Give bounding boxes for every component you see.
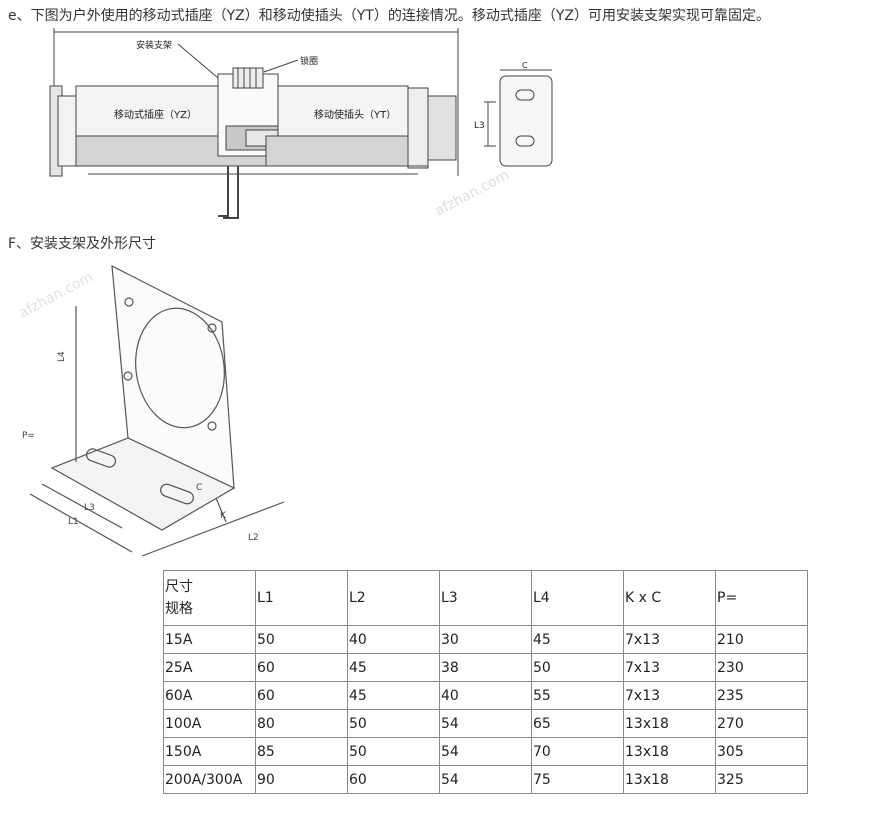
cell-p: 235 — [715, 681, 808, 710]
watermark: afzhan.com — [432, 167, 512, 219]
table-row: 200A/300A 90 60 54 75 13x18 325 — [163, 765, 808, 794]
cell-l3: 38 — [439, 653, 532, 682]
cell-l2: 50 — [347, 737, 440, 766]
label-socket: 移动式插座（YZ） — [114, 108, 197, 121]
cell-l4: 45 — [531, 625, 624, 654]
cell-kxc: 7x13 — [623, 681, 716, 710]
table-row: 15A 50 40 30 45 7x13 210 — [163, 625, 808, 654]
cell-l3: 54 — [439, 765, 532, 794]
cell-l2: 50 — [347, 709, 440, 738]
label-c: C — [522, 61, 528, 70]
cell-p: 325 — [715, 765, 808, 794]
header-l1: L1 — [255, 570, 348, 626]
table-row: 25A 60 45 38 50 7x13 230 — [163, 653, 808, 682]
label-l1: L1 — [68, 517, 79, 527]
table-row: 100A 80 50 54 65 13x18 270 — [163, 709, 808, 738]
label-l2: L2 — [248, 533, 259, 543]
cell-l1: 50 — [255, 625, 348, 654]
label-plug: 移动使插头（YT） — [314, 108, 396, 121]
cell-kxc: 13x18 — [623, 765, 716, 794]
cell-p: 230 — [715, 653, 808, 682]
cell-spec: 15A — [163, 625, 256, 654]
label-k: K — [220, 511, 227, 521]
cell-kxc: 7x13 — [623, 625, 716, 654]
cell-l3: 54 — [439, 709, 532, 738]
spec-table: 尺寸 规格 L1 L2 L3 L4 K x C P= 15A 50 40 30 … — [163, 570, 808, 794]
header-l4: L4 — [531, 570, 624, 626]
cell-l4: 65 — [531, 709, 624, 738]
table-row: 150A 85 50 54 70 13x18 305 — [163, 737, 808, 766]
header-l2: L2 — [347, 570, 440, 626]
section-f-text: F、安装支架及外形尺寸 — [8, 236, 157, 252]
table-header-row: 尺寸 规格 L1 L2 L3 L4 K x C P= — [163, 570, 808, 626]
label-p: P= — [22, 431, 35, 441]
cell-spec: 200A/300A — [163, 765, 256, 794]
cell-l1: 90 — [255, 765, 348, 794]
header-l3: L3 — [439, 570, 532, 626]
connector-assembly-drawing: 安装支架 锁圈 移动式插座（YZ） 移动使插头（YT） L3 C afzhan.… — [49, 28, 553, 220]
cell-l3: 40 — [439, 681, 532, 710]
header-kxc: K x C — [623, 570, 716, 626]
cell-l2: 40 — [347, 625, 440, 654]
cell-spec: 150A — [163, 737, 256, 766]
cell-l2: 60 — [347, 765, 440, 794]
label-c: C — [196, 483, 202, 493]
mounting-bracket-drawing: L4 L3 L1 L2 C K P= afzhan.com — [16, 264, 285, 557]
cell-p: 270 — [715, 709, 808, 738]
cell-l1: 80 — [255, 709, 348, 738]
label-l3: L3 — [474, 121, 485, 131]
cell-l4: 70 — [531, 737, 624, 766]
cell-l4: 55 — [531, 681, 624, 710]
label-l4: L4 — [57, 351, 67, 362]
watermark: afzhan.com — [16, 269, 96, 321]
cell-l3: 30 — [439, 625, 532, 654]
label-l3: L3 — [84, 503, 95, 513]
cell-l4: 50 — [531, 653, 624, 682]
cell-l4: 75 — [531, 765, 624, 794]
cell-p: 210 — [715, 625, 808, 654]
cell-l1: 85 — [255, 737, 348, 766]
cell-kxc: 13x18 — [623, 709, 716, 738]
cell-kxc: 13x18 — [623, 737, 716, 766]
cell-spec: 25A — [163, 653, 256, 682]
header-p: P= — [715, 570, 808, 626]
cell-l3: 54 — [439, 737, 532, 766]
cell-spec: 100A — [163, 709, 256, 738]
header-size: 尺寸 — [165, 579, 193, 595]
label-bracket: 安装支架 — [136, 39, 172, 51]
cell-l1: 60 — [255, 653, 348, 682]
header-corner-cell: 尺寸 规格 — [163, 570, 256, 626]
cell-spec: 60A — [163, 681, 256, 710]
cell-kxc: 7x13 — [623, 653, 716, 682]
section-e-text: e、下图为户外使用的移动式插座（YZ）和移动使插头（YT）的连接情况。移动式插座… — [8, 8, 770, 24]
cell-p: 305 — [715, 737, 808, 766]
cell-l2: 45 — [347, 681, 440, 710]
cell-l2: 45 — [347, 653, 440, 682]
table-row: 60A 60 45 40 55 7x13 235 — [163, 681, 808, 710]
cell-l1: 60 — [255, 681, 348, 710]
header-spec: 规格 — [165, 601, 193, 617]
label-lock-ring: 锁圈 — [300, 55, 318, 67]
